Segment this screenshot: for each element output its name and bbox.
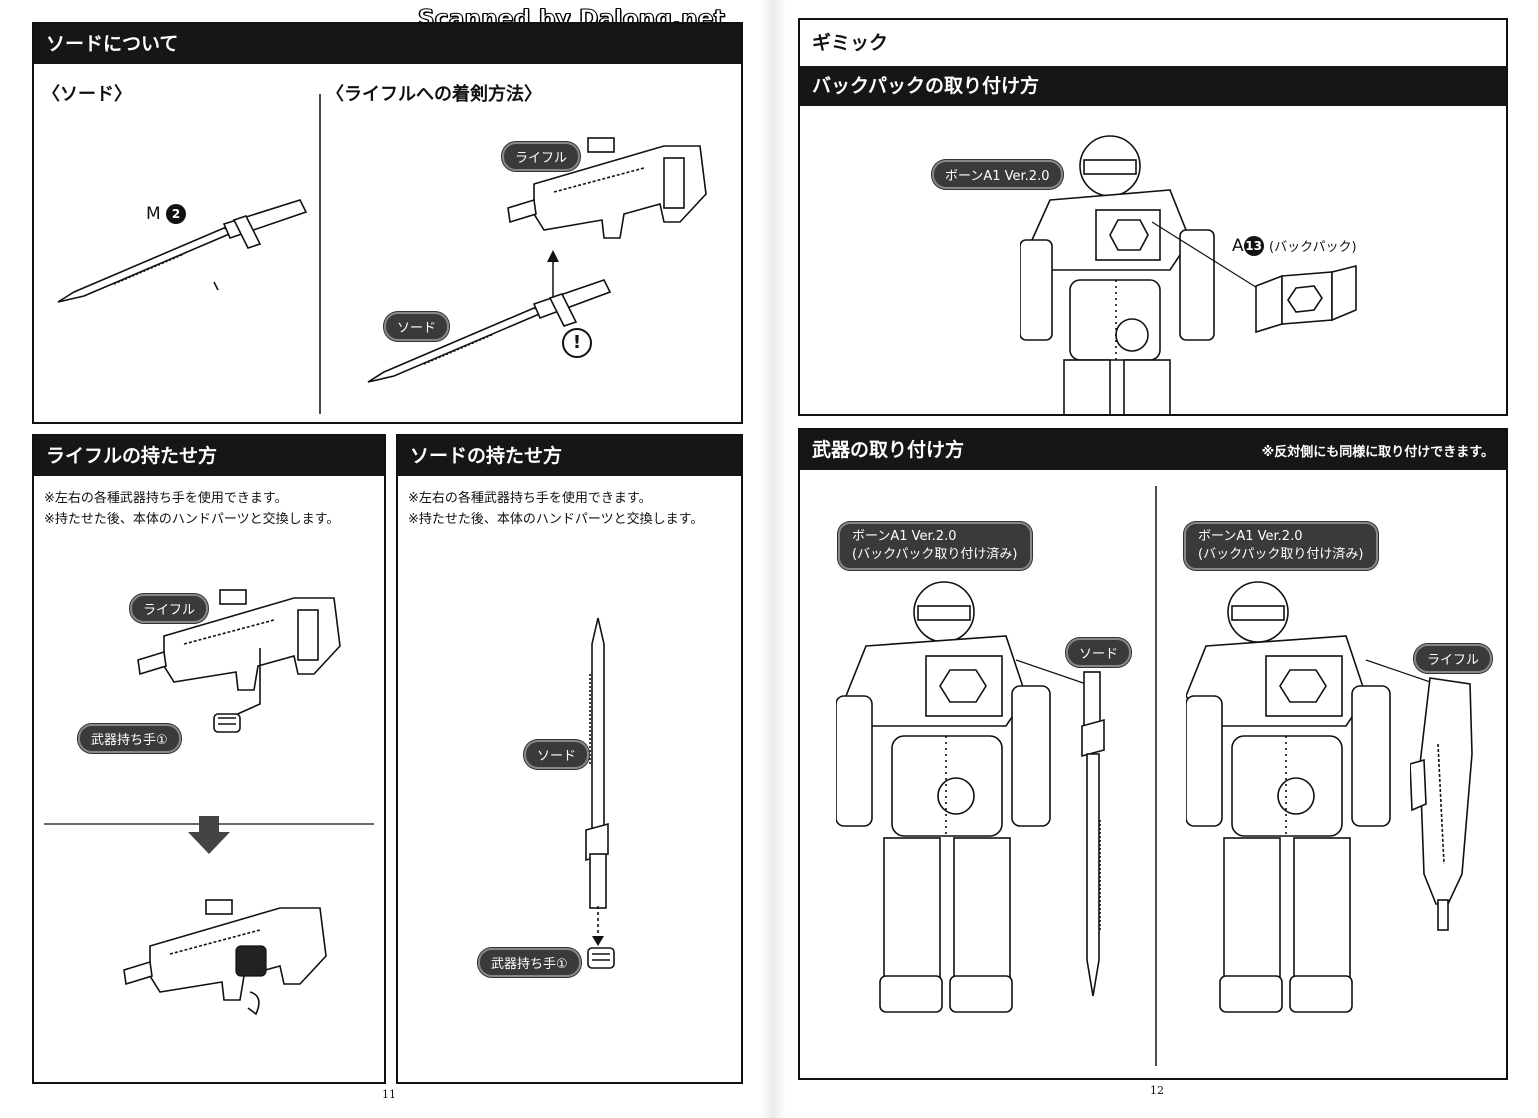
weapon-section: 武器の取り付け方 ※反対側にも同様に取り付けできます。 ボーンA1 Ver.2.…	[798, 428, 1508, 1080]
robot-back-illustration	[1020, 135, 1215, 414]
weapon-hand-label: 武器持ち手①	[78, 724, 181, 753]
part-number-badge: 13	[1243, 236, 1264, 256]
gimmick-title: ギミック	[812, 32, 889, 54]
rifle-label: ライフル	[130, 594, 209, 623]
sword-label: ソード	[1066, 638, 1132, 667]
model-state: (バックパック取り付け済み)	[852, 547, 1018, 562]
rifle-vertical-illustration	[1410, 677, 1473, 931]
hand-part-illustration	[587, 906, 615, 969]
model-label-right: ボーンA1 Ver.2.0 (バックパック取り付け済み)	[1184, 522, 1378, 570]
note-line: ※持たせた後、本体のハンドパーツと交換します。	[44, 512, 340, 527]
sword-hold-notes: ※左右の各種武器持ち手を使用できます。 ※持たせた後、本体のハンドパーツと交換し…	[408, 488, 703, 530]
sword-illustration	[57, 199, 308, 303]
model-name: ボーンA1 Ver.2.0	[852, 529, 957, 544]
leader-line	[1015, 659, 1093, 687]
rifle-illustration	[507, 137, 707, 239]
backpack-section-title: バックパックの取り付け方	[800, 66, 1506, 106]
robot-with-rifle-illustration	[1186, 581, 1391, 1013]
caution-mark: !	[572, 332, 582, 353]
sword-section-title: ソードについて	[34, 24, 741, 64]
model-state: (バックパック取り付け済み)	[1198, 547, 1364, 562]
weapon-section-note: ※反対側にも同様に取り付けできます。	[1261, 445, 1494, 460]
sword-subheading: 〈ソード〉	[42, 84, 132, 105]
part-code-letter: M	[146, 204, 161, 224]
section-divider	[1155, 486, 1157, 1066]
sword-part-code: M 2	[146, 204, 187, 224]
robot-with-sword-illustration	[836, 581, 1051, 1013]
note-line: ※持たせた後、本体のハンドパーツと交換します。	[408, 512, 704, 527]
rifle-label: ライフル	[502, 142, 581, 171]
rifle-held-illustration	[123, 899, 327, 1016]
sword-hold-section: ソードの持たせ方 ※左右の各種武器持ち手を使用できます。 ※持たせた後、本体のハ…	[396, 434, 743, 1084]
caution-icon: !	[562, 328, 592, 358]
rifle-hold-notes: ※左右の各種武器持ち手を使用できます。 ※持たせた後、本体のハンドパーツと交換し…	[44, 488, 339, 530]
rifle-hold-section: ライフルの持たせ方 ※左右の各種武器持ち手を使用できます。 ※持たせた後、本体の…	[32, 434, 386, 1084]
page-number: 11	[382, 1088, 396, 1101]
hand-part-illustration	[213, 648, 261, 733]
sword-section: ソードについて 〈ソード〉 〈ライフルへの着剣方法〉 M 2 ライフル	[32, 22, 743, 424]
page-fold	[760, 0, 786, 1118]
backpack-part-illustration	[1255, 264, 1357, 334]
model-label-left: ボーンA1 Ver.2.0 (バックパック取り付け済み)	[838, 522, 1032, 570]
sword-label: ソード	[524, 740, 590, 769]
sword-vertical-illustration	[585, 617, 609, 909]
sword-label: ソード	[384, 312, 450, 341]
sword-attach-illustration	[367, 279, 612, 383]
sword-vertical-illustration	[1081, 671, 1105, 997]
model-label: ボーンA1 Ver.2.0	[932, 160, 1063, 189]
rifle-illustration	[137, 589, 341, 691]
part-number-badge: 2	[166, 204, 187, 224]
note-line: ※左右の各種武器持ち手を使用できます。	[408, 491, 652, 506]
sword-hold-title: ソードの持たせ方	[398, 436, 741, 476]
part-code-letter: A	[1232, 236, 1244, 256]
weapon-section-title: 武器の取り付け方	[800, 430, 1506, 470]
model-name: ボーンA1 Ver.2.0	[1198, 529, 1303, 544]
part-name: (バックパック)	[1269, 240, 1357, 255]
rifle-hold-title: ライフルの持たせ方	[34, 436, 384, 476]
left-page: ソードについて 〈ソード〉 〈ライフルへの着剣方法〉 M 2 ライフル	[0, 0, 760, 1118]
section-divider	[319, 94, 321, 414]
weapon-hand-label: 武器持ち手①	[478, 948, 581, 977]
rifle-attach-subheading: 〈ライフルへの着剣方法〉	[326, 84, 542, 105]
down-arrow-icon	[188, 816, 230, 854]
page-number: 12	[1150, 1084, 1164, 1097]
note-line: ※左右の各種武器持ち手を使用できます。	[44, 491, 288, 506]
rifle-label: ライフル	[1414, 644, 1493, 673]
